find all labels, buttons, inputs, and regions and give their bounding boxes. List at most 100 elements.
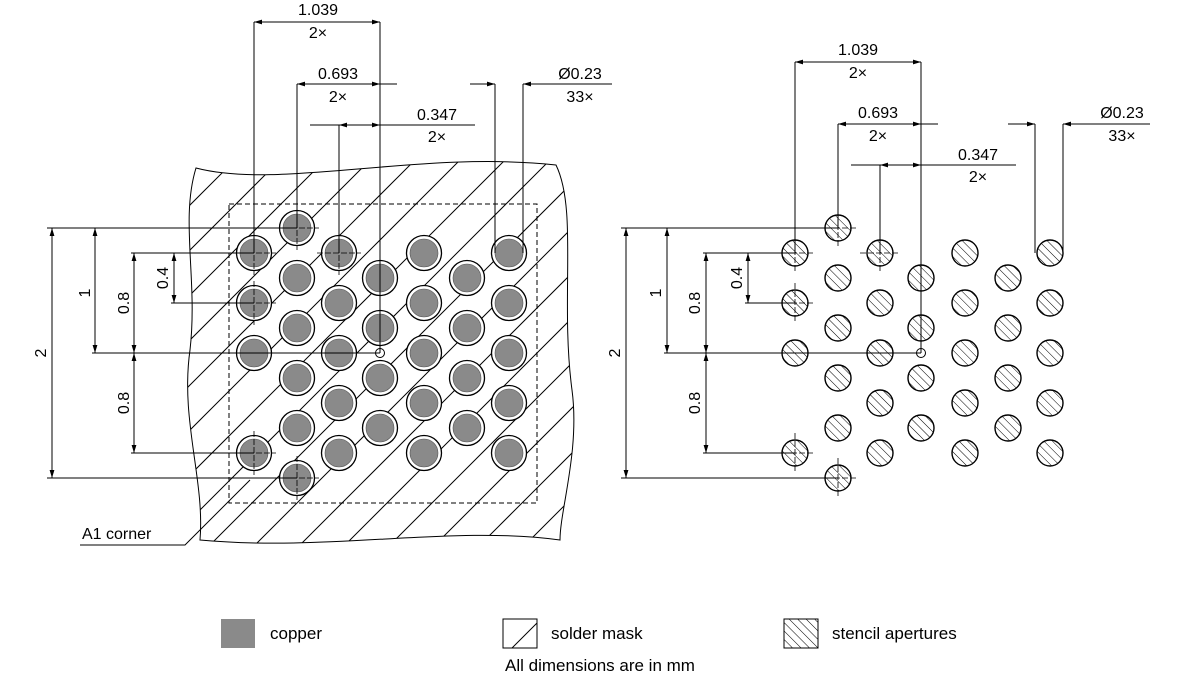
a1-corner-leader	[80, 479, 251, 546]
left-dim-diameter-count: 33×	[566, 89, 593, 106]
a1-corner-label: A1 corner	[82, 526, 152, 543]
copper-pad	[452, 413, 482, 443]
stencil-aperture	[824, 314, 852, 342]
left-dim-0347-count: 2×	[428, 129, 446, 146]
stencil-aperture	[1036, 389, 1064, 417]
legend-solder-mask-swatch	[502, 618, 538, 649]
stencil-aperture	[824, 414, 852, 442]
left-dim-1039-count: 2×	[309, 25, 327, 42]
copper-pad	[494, 438, 524, 468]
stencil-aperture	[994, 264, 1022, 292]
left-dim-diameter: Ø0.23	[558, 66, 602, 83]
units-footnote: All dimensions are in mm	[505, 656, 695, 675]
right-dim-vertical-08-upper: 0.8	[687, 292, 704, 314]
right-dim-1039-count: 2×	[849, 65, 867, 82]
stencil-aperture	[866, 289, 894, 317]
stencil-aperture	[951, 439, 979, 467]
stencil-aperture	[824, 364, 852, 392]
left-dim-vertical-2: 2	[33, 348, 50, 357]
copper-pad	[365, 413, 395, 443]
legend-stencil-swatch	[783, 618, 819, 649]
copper-pad	[452, 363, 482, 393]
hatch-line	[187, 161, 301, 544]
copper-pad	[324, 388, 354, 418]
left-dimension-lines	[47, 19, 612, 479]
copper-pad	[494, 338, 524, 368]
copper-pad	[452, 313, 482, 343]
stencil-aperture	[907, 414, 935, 442]
copper-pad	[282, 413, 312, 443]
right-dim-0347: 0.347	[958, 147, 998, 164]
stencil-aperture	[824, 264, 852, 292]
hatch-line	[187, 161, 391, 544]
copper-pad	[282, 313, 312, 343]
hatch-line	[289, 161, 574, 544]
hatch-line	[187, 161, 436, 544]
stencil-aperture	[951, 289, 979, 317]
stencil-aperture	[951, 239, 979, 267]
right-dim-vertical-04: 0.4	[729, 267, 746, 289]
stencil-aperture	[994, 414, 1022, 442]
copper-pad	[409, 288, 439, 318]
right-dim-diameter: Ø0.23	[1100, 105, 1144, 122]
copper-pad	[282, 363, 312, 393]
hatch-line	[379, 161, 574, 544]
legend-solder-mask-label: solder mask	[551, 624, 643, 643]
stencil-aperture	[951, 389, 979, 417]
right-dim-0693: 0.693	[858, 105, 898, 122]
right-dim-0693-count: 2×	[869, 128, 887, 145]
legend-copper-label: copper	[270, 624, 322, 643]
stencil-aperture	[866, 439, 894, 467]
stencil-apertures	[775, 208, 1064, 498]
right-view-stencil	[621, 59, 1150, 498]
copper-pad	[409, 238, 439, 268]
hatch-line	[334, 161, 574, 544]
stencil-aperture	[1036, 289, 1064, 317]
copper-pad	[282, 263, 312, 293]
right-dim-diameter-count: 33×	[1108, 128, 1135, 145]
solder-mask-outline	[187, 161, 575, 544]
stencil-aperture	[994, 364, 1022, 392]
hatch-line	[740, 140, 1200, 600]
hatch-line	[424, 161, 574, 544]
right-dim-vertical-1: 1	[648, 288, 665, 297]
stencil-aperture	[994, 314, 1022, 342]
stencil-aperture	[1036, 439, 1064, 467]
copper-pad	[494, 388, 524, 418]
copper-pad	[494, 288, 524, 318]
stencil-aperture	[907, 364, 935, 392]
left-dim-0693: 0.693	[318, 66, 358, 83]
copper-pad	[409, 438, 439, 468]
copper-pad	[365, 363, 395, 393]
left-dim-1039: 1.039	[298, 2, 338, 19]
stencil-aperture	[951, 339, 979, 367]
copper-pad	[324, 438, 354, 468]
left-view-copper-and-mask	[47, 19, 1200, 600]
hatch-line	[559, 161, 574, 544]
legend-stencil-label: stencil apertures	[832, 624, 957, 643]
right-dim-1039: 1.039	[838, 42, 878, 59]
left-dim-0693-count: 2×	[329, 89, 347, 106]
left-dim-vertical-1: 1	[77, 288, 94, 297]
hatch-line	[469, 161, 574, 544]
copper-pad	[494, 238, 524, 268]
left-dim-vertical-08-upper: 0.8	[116, 292, 133, 314]
right-dimension-lines	[621, 59, 1150, 479]
legend-copper-swatch	[221, 619, 255, 648]
stencil-aperture	[1036, 339, 1064, 367]
copper-pad	[409, 338, 439, 368]
copper-pad	[409, 388, 439, 418]
hatch-line	[514, 161, 574, 544]
left-dim-vertical-04: 0.4	[155, 267, 172, 289]
hatch-line	[187, 161, 346, 544]
right-dim-0347-count: 2×	[969, 169, 987, 186]
copper-pads	[232, 206, 528, 500]
stencil-aperture	[1036, 239, 1064, 267]
solder-mask-hatching	[187, 140, 1200, 600]
right-dim-vertical-2: 2	[607, 348, 624, 357]
right-dim-vertical-08-lower: 0.8	[687, 392, 704, 414]
left-dim-0347: 0.347	[417, 107, 457, 124]
legend: copper solder mask stencil apertures	[221, 618, 957, 649]
